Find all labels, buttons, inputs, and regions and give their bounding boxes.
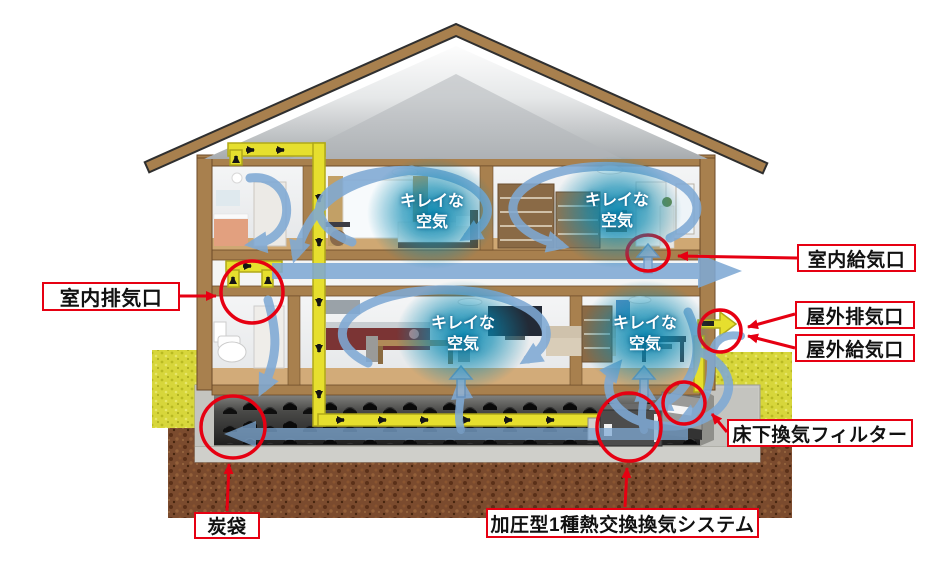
- ring-ventilation-unit: [595, 391, 663, 463]
- ring-indoor-exhaust: [219, 259, 285, 325]
- outdoor-intake-flow: [675, 331, 745, 425]
- callout-outdoor-supply: 屋外給気口: [795, 334, 915, 362]
- callout-ventilation-system: 加圧型1種熱交換換気システム: [486, 508, 759, 538]
- arrow-outdoor-exhaust: [747, 312, 796, 330]
- callout-charcoal-bag: 炭袋: [194, 512, 260, 539]
- callout-label: 室内給気口: [807, 249, 906, 271]
- clean-air-glow-1f-living: キレイな空気: [396, 280, 530, 390]
- arrow-ventilation-system: [621, 467, 632, 508]
- arrow-indoor-supply: [677, 251, 798, 262]
- grass-left: [152, 350, 198, 428]
- ring-underfloor-filter: [661, 380, 707, 426]
- callout-label: 屋外排気口: [806, 306, 904, 328]
- clean-air-label: キレイな空気: [430, 315, 495, 353]
- clean-air-glow-1f-study: キレイな空気: [580, 280, 710, 390]
- arrow-outdoor-supply: [747, 333, 796, 350]
- clean-air-label: キレイな空気: [584, 192, 649, 230]
- callout-indoor-supply: 室内給気口: [797, 244, 916, 272]
- callout-label: 炭袋: [207, 517, 247, 538]
- clean-air-label: キレイな空気: [399, 193, 464, 231]
- callout-label: 室内排気口: [59, 288, 163, 310]
- clean-air-glow-2f-bedroom: キレイな空気: [367, 157, 497, 269]
- left-wall: [196, 157, 213, 391]
- callout-indoor-exhaust: 室内排気口: [42, 282, 180, 311]
- callout-underfloor-filter: 床下換気フィルター: [727, 419, 913, 447]
- arrow-underfloor-filter: [710, 413, 729, 433]
- main-riser-duct: [312, 142, 326, 427]
- highlight-rings: [199, 233, 743, 463]
- callout-label: 屋外給気口: [806, 339, 904, 361]
- callout-arrows: [180, 251, 798, 512]
- crawl-supply-arrow: [224, 421, 688, 447]
- arrow-charcoal-bag: [223, 463, 234, 512]
- clean-air-glow-2f-study: キレイな空気: [552, 156, 682, 268]
- clean-air-label: キレイな空気: [612, 315, 677, 353]
- callout-label: 加圧型1種熱交換換気システム: [490, 514, 755, 536]
- ring-charcoal-bag: [199, 394, 267, 460]
- roof: [143, 22, 769, 175]
- callout-label: 床下換気フィルター: [732, 424, 908, 446]
- callout-outdoor-exhaust: 屋外排気口: [795, 301, 915, 329]
- interfloor-supply-arrow: [272, 254, 742, 288]
